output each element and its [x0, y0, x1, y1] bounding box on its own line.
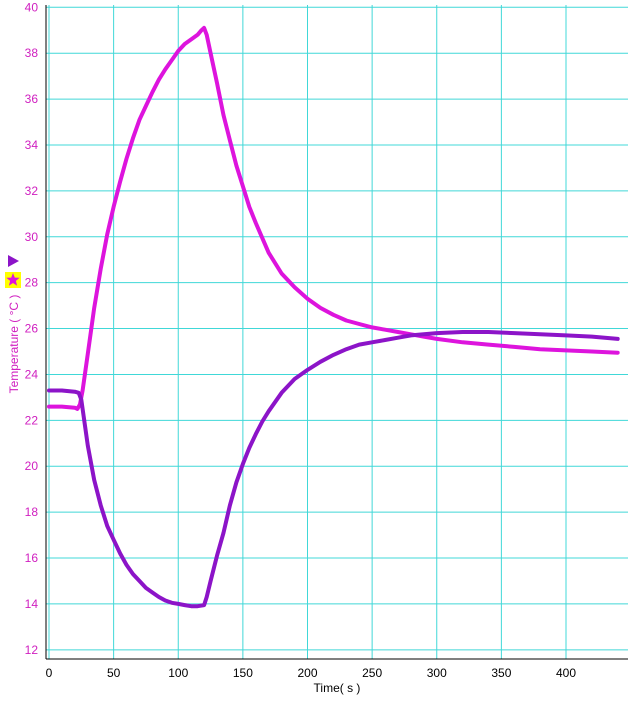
y-tick-label: 28: [25, 276, 39, 290]
y-tick-label: 38: [25, 46, 39, 60]
y-tick-label: 12: [25, 643, 39, 657]
y-tick-label: 34: [25, 138, 39, 152]
x-tick-label: 200: [297, 666, 317, 680]
y-tick-label: 20: [25, 459, 39, 473]
series-group: [47, 25, 620, 609]
y-tick-label: 24: [25, 367, 39, 381]
y-tick-label: 14: [25, 597, 39, 611]
x-tick-labels: 0 50 100 150 200 250 300 350 400: [46, 666, 577, 680]
x-tick-label: 350: [491, 666, 511, 680]
x-tick-label: 300: [427, 666, 447, 680]
y-tick-label: 16: [25, 551, 39, 565]
x-tick-label: 100: [168, 666, 188, 680]
y-tick-labels: 12 14 16 18 20 22 24 26 28 30 32 34 36 38 40: [25, 0, 39, 657]
plot-frame: [45, 5, 628, 660]
y-tick-label: 30: [25, 230, 39, 244]
x-tick-label: 400: [556, 666, 576, 680]
y-tick-label: 22: [25, 413, 39, 427]
legend-markers[interactable]: [5, 255, 21, 288]
x-tick-label: 150: [233, 666, 253, 680]
y-tick-label: 36: [25, 92, 39, 106]
grid: [46, 5, 628, 659]
y-tick-label: 18: [25, 505, 39, 519]
star-icon[interactable]: [5, 272, 21, 288]
y-tick-label: 26: [25, 322, 39, 336]
x-tick-label: 0: [46, 666, 53, 680]
y-tick-label: 32: [25, 184, 39, 198]
y-axis-label: Temperature ( °C ): [7, 295, 21, 394]
x-tick-label: 250: [362, 666, 382, 680]
series-line-1: [47, 25, 620, 411]
series-line-2: [47, 330, 620, 609]
y-tick-label: 40: [25, 0, 39, 14]
x-tick-label: 50: [107, 666, 121, 680]
x-axis-label: Time( s ): [314, 681, 361, 695]
triangle-icon[interactable]: [8, 255, 19, 267]
